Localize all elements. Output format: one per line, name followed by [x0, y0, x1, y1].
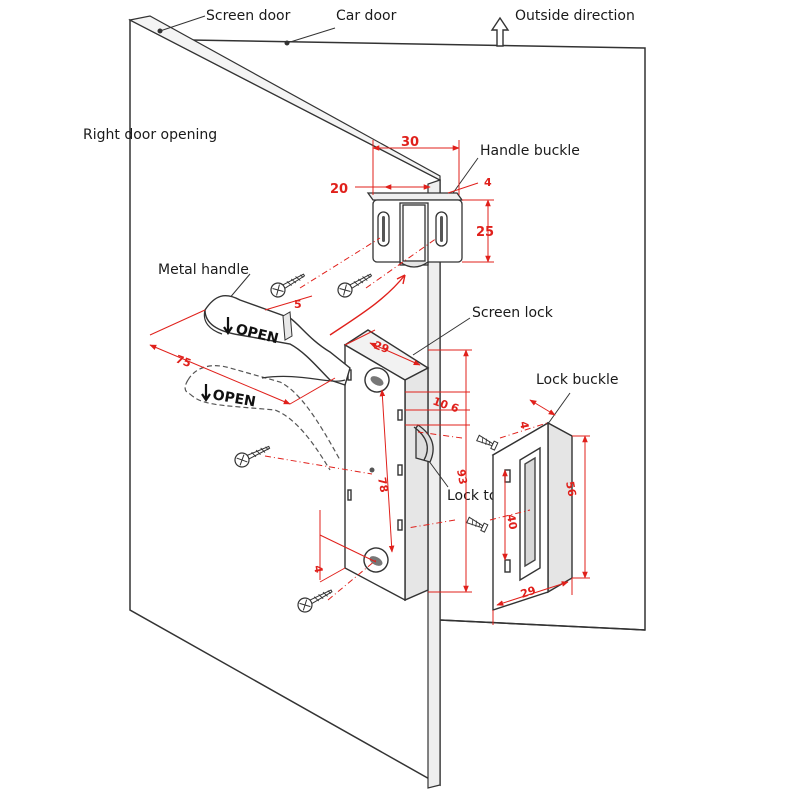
label-right-door-opening: Right door opening — [83, 127, 217, 143]
dim-lock-hole-spacing: 78 — [375, 476, 390, 493]
dim-buckle-slot: 40 — [504, 513, 520, 531]
label-screen-door: Screen door — [206, 8, 291, 24]
dim-lock-small-b: 6 — [449, 401, 461, 416]
dim-handle-buckle-width: 30 — [401, 135, 419, 150]
handle-insertion-arrowhead — [396, 274, 406, 285]
dim-handle-buckle-depth: 20 — [330, 182, 348, 197]
label-outside-direction: Outside direction — [515, 8, 635, 24]
label-car-door: Car door — [336, 8, 397, 24]
screw-buckle-top — [476, 434, 499, 451]
label-metal-handle: Metal handle — [158, 262, 249, 278]
handle-insertion-arc — [329, 274, 406, 336]
screw-middle-left — [234, 445, 271, 468]
dim-lock-small-a: 10 — [431, 395, 450, 413]
lock-tongue — [413, 424, 434, 463]
handle-buckle — [366, 192, 464, 268]
dim-handle-buckle-height: 25 — [476, 225, 494, 240]
assembly-guide-lines — [264, 237, 548, 601]
dim-buckle-edge: 4 — [517, 420, 531, 430]
dim-screw-offset: 5 — [294, 298, 302, 311]
metal-handle: OPEN — [203, 294, 351, 386]
screw-bottom-left — [297, 589, 333, 613]
dimension-lines — [149, 140, 590, 625]
label-screen-lock: Screen lock — [472, 305, 554, 321]
dim-lock-width: 29 — [372, 339, 391, 356]
dim-handle-buckle-edge: 4 — [484, 176, 492, 189]
screw-top-right — [337, 273, 373, 298]
dim-handle-length: 75 — [174, 353, 193, 370]
dim-lock-total-height: 93 — [454, 468, 469, 485]
outside-direction-arrow — [490, 16, 510, 47]
label-lock-buckle: Lock buckle — [536, 372, 618, 388]
screw-top-left — [270, 273, 306, 298]
dim-buckle-height: 56 — [563, 480, 579, 498]
dim-lock-bottom-offset: 4 — [311, 564, 325, 574]
dim-buckle-width: 29 — [519, 584, 538, 601]
label-handle-buckle: Handle buckle — [480, 143, 580, 159]
